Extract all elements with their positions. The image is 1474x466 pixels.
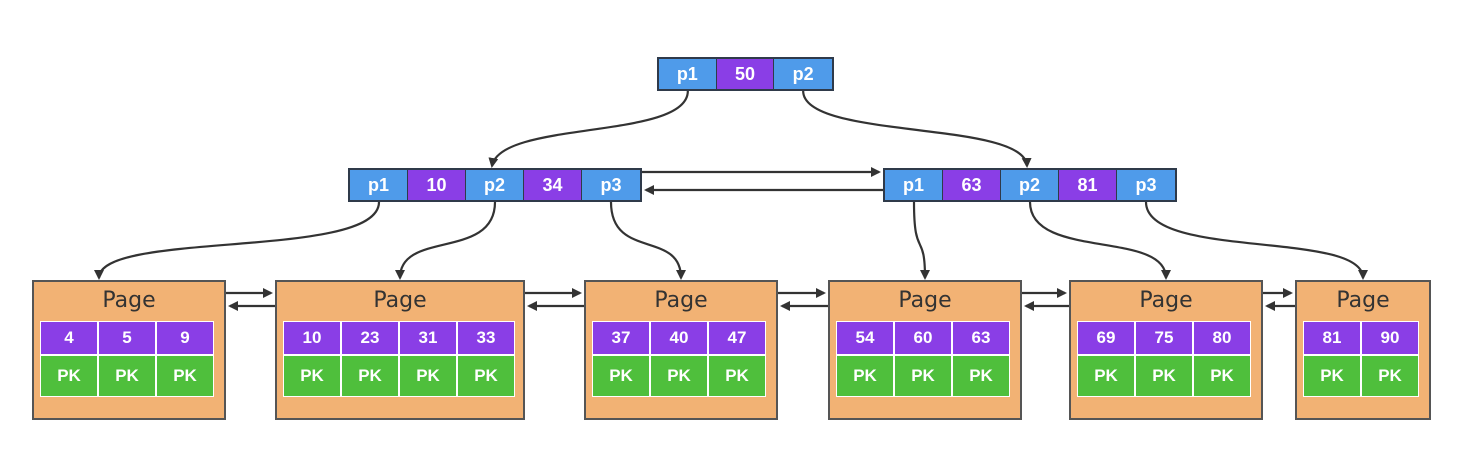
record-key: 75 bbox=[1135, 321, 1193, 355]
key-cell-34: 34 bbox=[524, 170, 582, 200]
key-cell-81: 81 bbox=[1059, 170, 1117, 200]
key-cell-50: 50 bbox=[716, 59, 775, 89]
record-key: 63 bbox=[952, 321, 1010, 355]
pointer-cell-p1: p1 bbox=[350, 170, 408, 200]
record-pk: PK bbox=[650, 355, 708, 397]
key-cell-63: 63 bbox=[943, 170, 1001, 200]
record-key: 23 bbox=[341, 321, 399, 355]
internal-edge bbox=[94, 201, 381, 280]
record-pk: PK bbox=[283, 355, 341, 397]
record-pk: PK bbox=[952, 355, 1010, 397]
pointer-cell-p1: p1 bbox=[659, 59, 717, 89]
record-key: 81 bbox=[1303, 321, 1361, 355]
record-key: 10 bbox=[283, 321, 341, 355]
record-pk: PK bbox=[1193, 355, 1251, 397]
record-key: 47 bbox=[708, 321, 766, 355]
record-pk: PK bbox=[592, 355, 650, 397]
root-edge bbox=[802, 90, 1032, 168]
record-key: 9 bbox=[156, 321, 214, 355]
record-pk: PK bbox=[836, 355, 894, 397]
record-pk: PK bbox=[341, 355, 399, 397]
page-label: Page bbox=[373, 288, 427, 313]
pointer-cell-p3: p3 bbox=[582, 170, 640, 200]
internal-edge bbox=[395, 201, 497, 280]
pointer-cell-p3: p3 bbox=[1117, 170, 1175, 200]
record-pk: PK bbox=[708, 355, 766, 397]
internal-edge bbox=[609, 201, 686, 280]
pointer-cell-p2: p2 bbox=[466, 170, 524, 200]
page-label: Page bbox=[898, 288, 952, 313]
root-edge bbox=[488, 90, 689, 168]
page-label: Page bbox=[102, 288, 156, 313]
pointer-cell-p1: p1 bbox=[885, 170, 943, 200]
record-pk: PK bbox=[894, 355, 952, 397]
record-key: 33 bbox=[457, 321, 515, 355]
record-key: 5 bbox=[98, 321, 156, 355]
record-pk: PK bbox=[1361, 355, 1419, 397]
record-key: 40 bbox=[650, 321, 708, 355]
page-label: Page bbox=[1336, 288, 1390, 313]
sibling-links bbox=[226, 167, 1295, 311]
page-label: Page bbox=[654, 288, 708, 313]
internal-edge bbox=[1028, 201, 1171, 280]
record-key: 31 bbox=[399, 321, 457, 355]
record-key: 69 bbox=[1077, 321, 1135, 355]
record-key: 80 bbox=[1193, 321, 1251, 355]
record-pk: PK bbox=[40, 355, 98, 397]
tree-edges bbox=[94, 90, 1368, 280]
record-pk: PK bbox=[1135, 355, 1193, 397]
record-pk: PK bbox=[98, 355, 156, 397]
record-pk: PK bbox=[156, 355, 214, 397]
pointer-cell-p2: p2 bbox=[774, 59, 832, 89]
record-pk: PK bbox=[1077, 355, 1135, 397]
record-key: 90 bbox=[1361, 321, 1419, 355]
record-key: 37 bbox=[592, 321, 650, 355]
record-pk: PK bbox=[399, 355, 457, 397]
pointer-cell-p2: p2 bbox=[1001, 170, 1059, 200]
record-key: 60 bbox=[894, 321, 952, 355]
record-key: 54 bbox=[836, 321, 894, 355]
record-key: 4 bbox=[40, 321, 98, 355]
page-label: Page bbox=[1139, 288, 1193, 313]
record-pk: PK bbox=[1303, 355, 1361, 397]
record-pk: PK bbox=[457, 355, 515, 397]
key-cell-10: 10 bbox=[408, 170, 466, 200]
internal-edge bbox=[1144, 201, 1368, 280]
internal-edge bbox=[912, 201, 930, 280]
